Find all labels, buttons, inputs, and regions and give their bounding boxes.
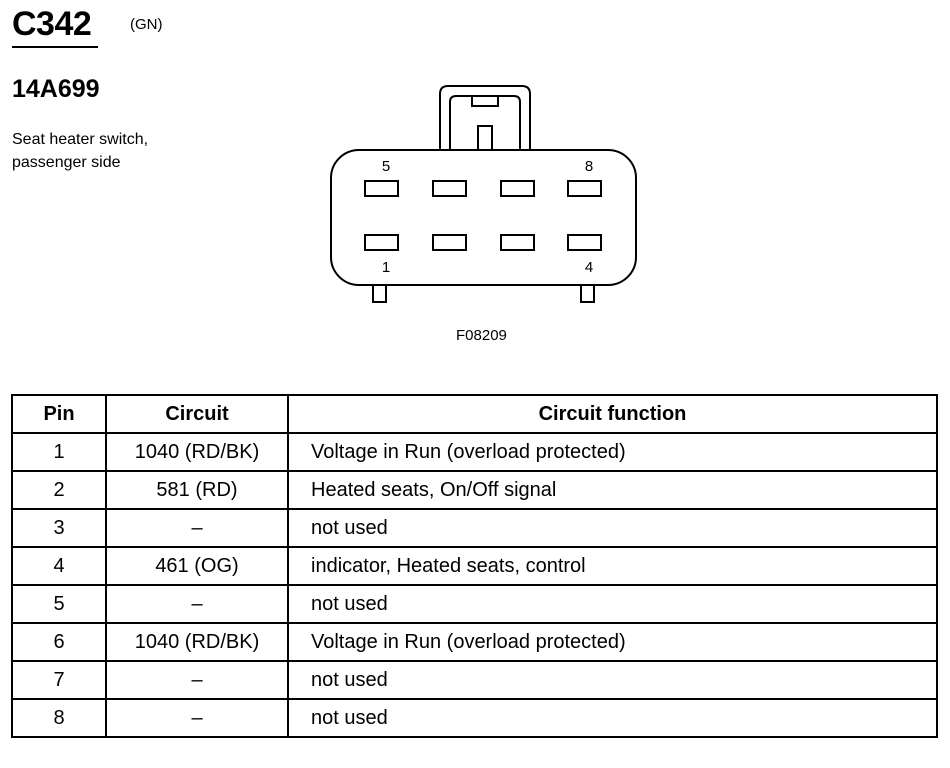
pin-cell: 1 (11, 432, 107, 472)
circuit-function-cell: Heated seats, On/Off signal (287, 470, 938, 510)
pin-label-top-right: 8 (585, 158, 593, 175)
circuit-function-cell: not used (287, 698, 938, 738)
circuit-cell: – (105, 660, 289, 700)
circuit-cell: 581 (RD) (105, 470, 289, 510)
table-row: 5 – not used (11, 584, 938, 624)
header-circuit-function: Circuit function (287, 394, 938, 434)
description-line-2: passenger side (12, 154, 121, 171)
connector-face-diagram: 5 8 1 4 (330, 85, 637, 303)
connector-id: C342 (12, 5, 92, 43)
table-row: 4 461 (OG) indicator, Heated seats, cont… (11, 546, 938, 586)
terminal-pin-2 (432, 234, 467, 251)
circuit-function-cell: not used (287, 508, 938, 548)
terminal-pin-3 (500, 234, 535, 251)
table-row: 8 – not used (11, 698, 938, 738)
figure-code: F08209 (456, 327, 507, 344)
pin-cell: 3 (11, 508, 107, 548)
terminal-pin-4 (567, 234, 602, 251)
table-header-row: Pin Circuit Circuit function (11, 394, 938, 434)
table-row: 3 – not used (11, 508, 938, 548)
pin-cell: 8 (11, 698, 107, 738)
circuit-function-cell: Voltage in Run (overload protected) (287, 622, 938, 662)
pin-cell: 2 (11, 470, 107, 510)
table-row: 1 1040 (RD/BK) Voltage in Run (overload … (11, 432, 938, 472)
pin-table: Pin Circuit Circuit function 1 1040 (RD/… (11, 394, 938, 738)
pin-cell: 5 (11, 584, 107, 624)
circuit-function-cell: indicator, Heated seats, control (287, 546, 938, 586)
pin-label-bottom-right: 4 (585, 259, 593, 276)
header-pin: Pin (11, 394, 107, 434)
table-row: 2 581 (RD) Heated seats, On/Off signal (11, 470, 938, 510)
circuit-cell: – (105, 584, 289, 624)
table-row: 6 1040 (RD/BK) Voltage in Run (overload … (11, 622, 938, 662)
part-number: 14A699 (12, 75, 100, 103)
terminal-pin-8 (567, 180, 602, 197)
pin-cell: 4 (11, 546, 107, 586)
circuit-function-cell: not used (287, 584, 938, 624)
description-line-1: Seat heater switch, (12, 131, 149, 148)
pin-label-top-left: 5 (382, 158, 390, 175)
circuit-cell: – (105, 698, 289, 738)
circuit-cell: 461 (OG) (105, 546, 289, 586)
pin-cell: 6 (11, 622, 107, 662)
connector-latch (439, 85, 531, 150)
circuit-cell: 1040 (RD/BK) (105, 432, 289, 472)
connector-id-underline (12, 46, 98, 48)
circuit-function-cell: Voltage in Run (overload protected) (287, 432, 938, 472)
header-circuit: Circuit (105, 394, 289, 434)
connector-color: (GN) (130, 16, 163, 33)
circuit-cell: – (105, 508, 289, 548)
connector-description: Seat heater switch, passenger side (12, 128, 148, 174)
terminal-pin-1 (364, 234, 399, 251)
mounting-tab-left (372, 284, 387, 303)
circuit-function-cell: not used (287, 660, 938, 700)
terminal-pin-5 (364, 180, 399, 197)
pin-label-bottom-left: 1 (382, 259, 390, 276)
connector-body (330, 149, 637, 286)
pin-cell: 7 (11, 660, 107, 700)
terminal-pin-6 (432, 180, 467, 197)
circuit-cell: 1040 (RD/BK) (105, 622, 289, 662)
table-row: 7 – not used (11, 660, 938, 700)
terminal-pin-7 (500, 180, 535, 197)
mounting-tab-right (580, 284, 595, 303)
